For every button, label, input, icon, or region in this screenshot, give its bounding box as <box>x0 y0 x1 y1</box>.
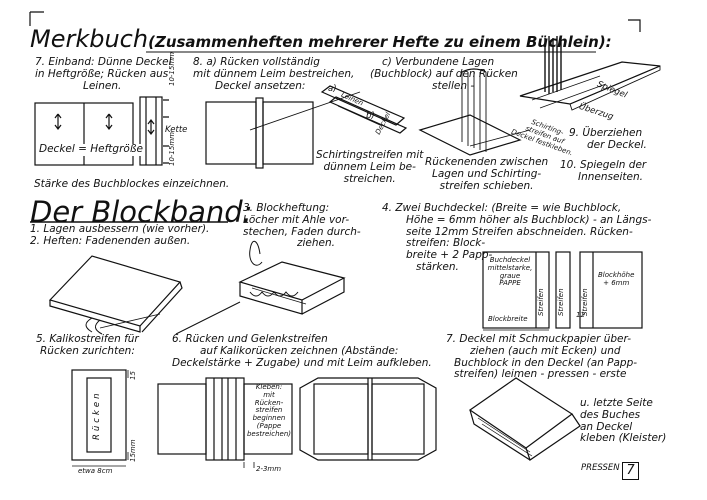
page-number: 7 <box>622 462 639 480</box>
streifen-label-1: Streifen <box>537 288 545 316</box>
step6-layout-drawing <box>157 377 293 468</box>
kette-label: Kette <box>165 125 188 135</box>
step7-spine-drawing <box>139 96 169 166</box>
page-title: Merkbuch(Zusammenheften mehrerer Hefte z… <box>30 25 612 53</box>
merkbuch-step7: 7. Einband: Dünne Deckel in Heftgröße; R… <box>35 56 172 92</box>
merkbuch-step10: 10. Spiegeln der Innenseiten. <box>560 159 647 183</box>
dim-15-bottom: 15mm <box>129 439 137 462</box>
blockband-step7-cont: u. letzte Seite des Buches an Deckel kle… <box>580 397 667 445</box>
ruecken-note: Rückenenden zwischen Lagen und Schirting… <box>425 156 549 192</box>
blockhoehe-label: Blockhöhe + 6mm <box>598 271 635 287</box>
step8-covers-drawing <box>205 91 361 169</box>
step8-a-label: a) <box>328 84 337 94</box>
section2-title: Der Blockband: <box>30 195 253 229</box>
etwa-label: etwa 8cm <box>78 467 113 475</box>
blockband-step5: 5. Kalikostreifen für Rücken zurichten: <box>36 333 139 357</box>
ruecken-vertical-label: Rücken <box>92 390 102 440</box>
merkbuch-step8: 8. a) Rücken vollständig mit dünnem Leim… <box>193 56 355 92</box>
blockband-step7: 7. Deckel mit Schmuckpapier über- ziehen… <box>446 333 638 381</box>
dim-12: 12 <box>576 311 585 319</box>
blockband-steps12: 1. Lagen ausbessern (wie vorher). 2. Hef… <box>30 223 210 247</box>
blockband-step6: 6. Rücken und Gelenkstreifen auf Kalikor… <box>172 333 432 369</box>
pressen-label: PRESSEN <box>581 463 620 473</box>
step3-stitch-drawing <box>175 240 346 335</box>
step8-b-label: b) <box>366 111 375 121</box>
step4-boards-drawing <box>482 251 643 331</box>
buchdeckel-box-label: Buchdeckel mittelstarke, graue PAPPE <box>487 256 533 288</box>
dim-bottom: 10-15mm <box>168 132 176 166</box>
step8a-spine-detail <box>320 85 408 134</box>
corner-marks <box>29 11 641 32</box>
staerke-note: Stärke des Buchblockes einzeichnen. <box>34 178 230 190</box>
step7-book-drawing <box>468 377 581 461</box>
step6-corners-drawing <box>299 377 437 461</box>
merkbuch-step8c: c) Verbundene Lagen (Buchblock) auf den … <box>370 56 518 92</box>
streifen-label-2: Streifen <box>557 288 565 316</box>
step2-booklet-drawing <box>48 255 183 335</box>
schirting-note: Schirtingstreifen mit dünnem Leim be- st… <box>316 149 424 185</box>
blockbreite-label: Blockbreite <box>488 315 528 323</box>
blockband-step3: 3. Blockheftung: Löcher mit Ahle vor- st… <box>243 202 361 250</box>
blockband-step4: 4. Zwei Buchdeckel: (Breite = wie Buchbl… <box>382 202 652 273</box>
kleben-note: Kleben: mit Rücken- streifen beginnen (P… <box>246 383 292 438</box>
step9-cover-drawing <box>519 36 661 111</box>
deckel-label: Deckel = Heftgröße <box>39 143 143 156</box>
dim-23: 2-3mm <box>256 465 282 473</box>
dim-top: 10-15mm <box>168 52 176 86</box>
merkbuch-step9: 9. Überziehen der Deckel. <box>569 127 647 151</box>
dim-15-top: 15 <box>129 371 137 380</box>
step5-calico-drawing <box>71 369 129 467</box>
step8c-block-drawing <box>418 68 531 156</box>
page-title-sub: (Zusammenheften mehrerer Hefte zu einem … <box>148 33 612 51</box>
